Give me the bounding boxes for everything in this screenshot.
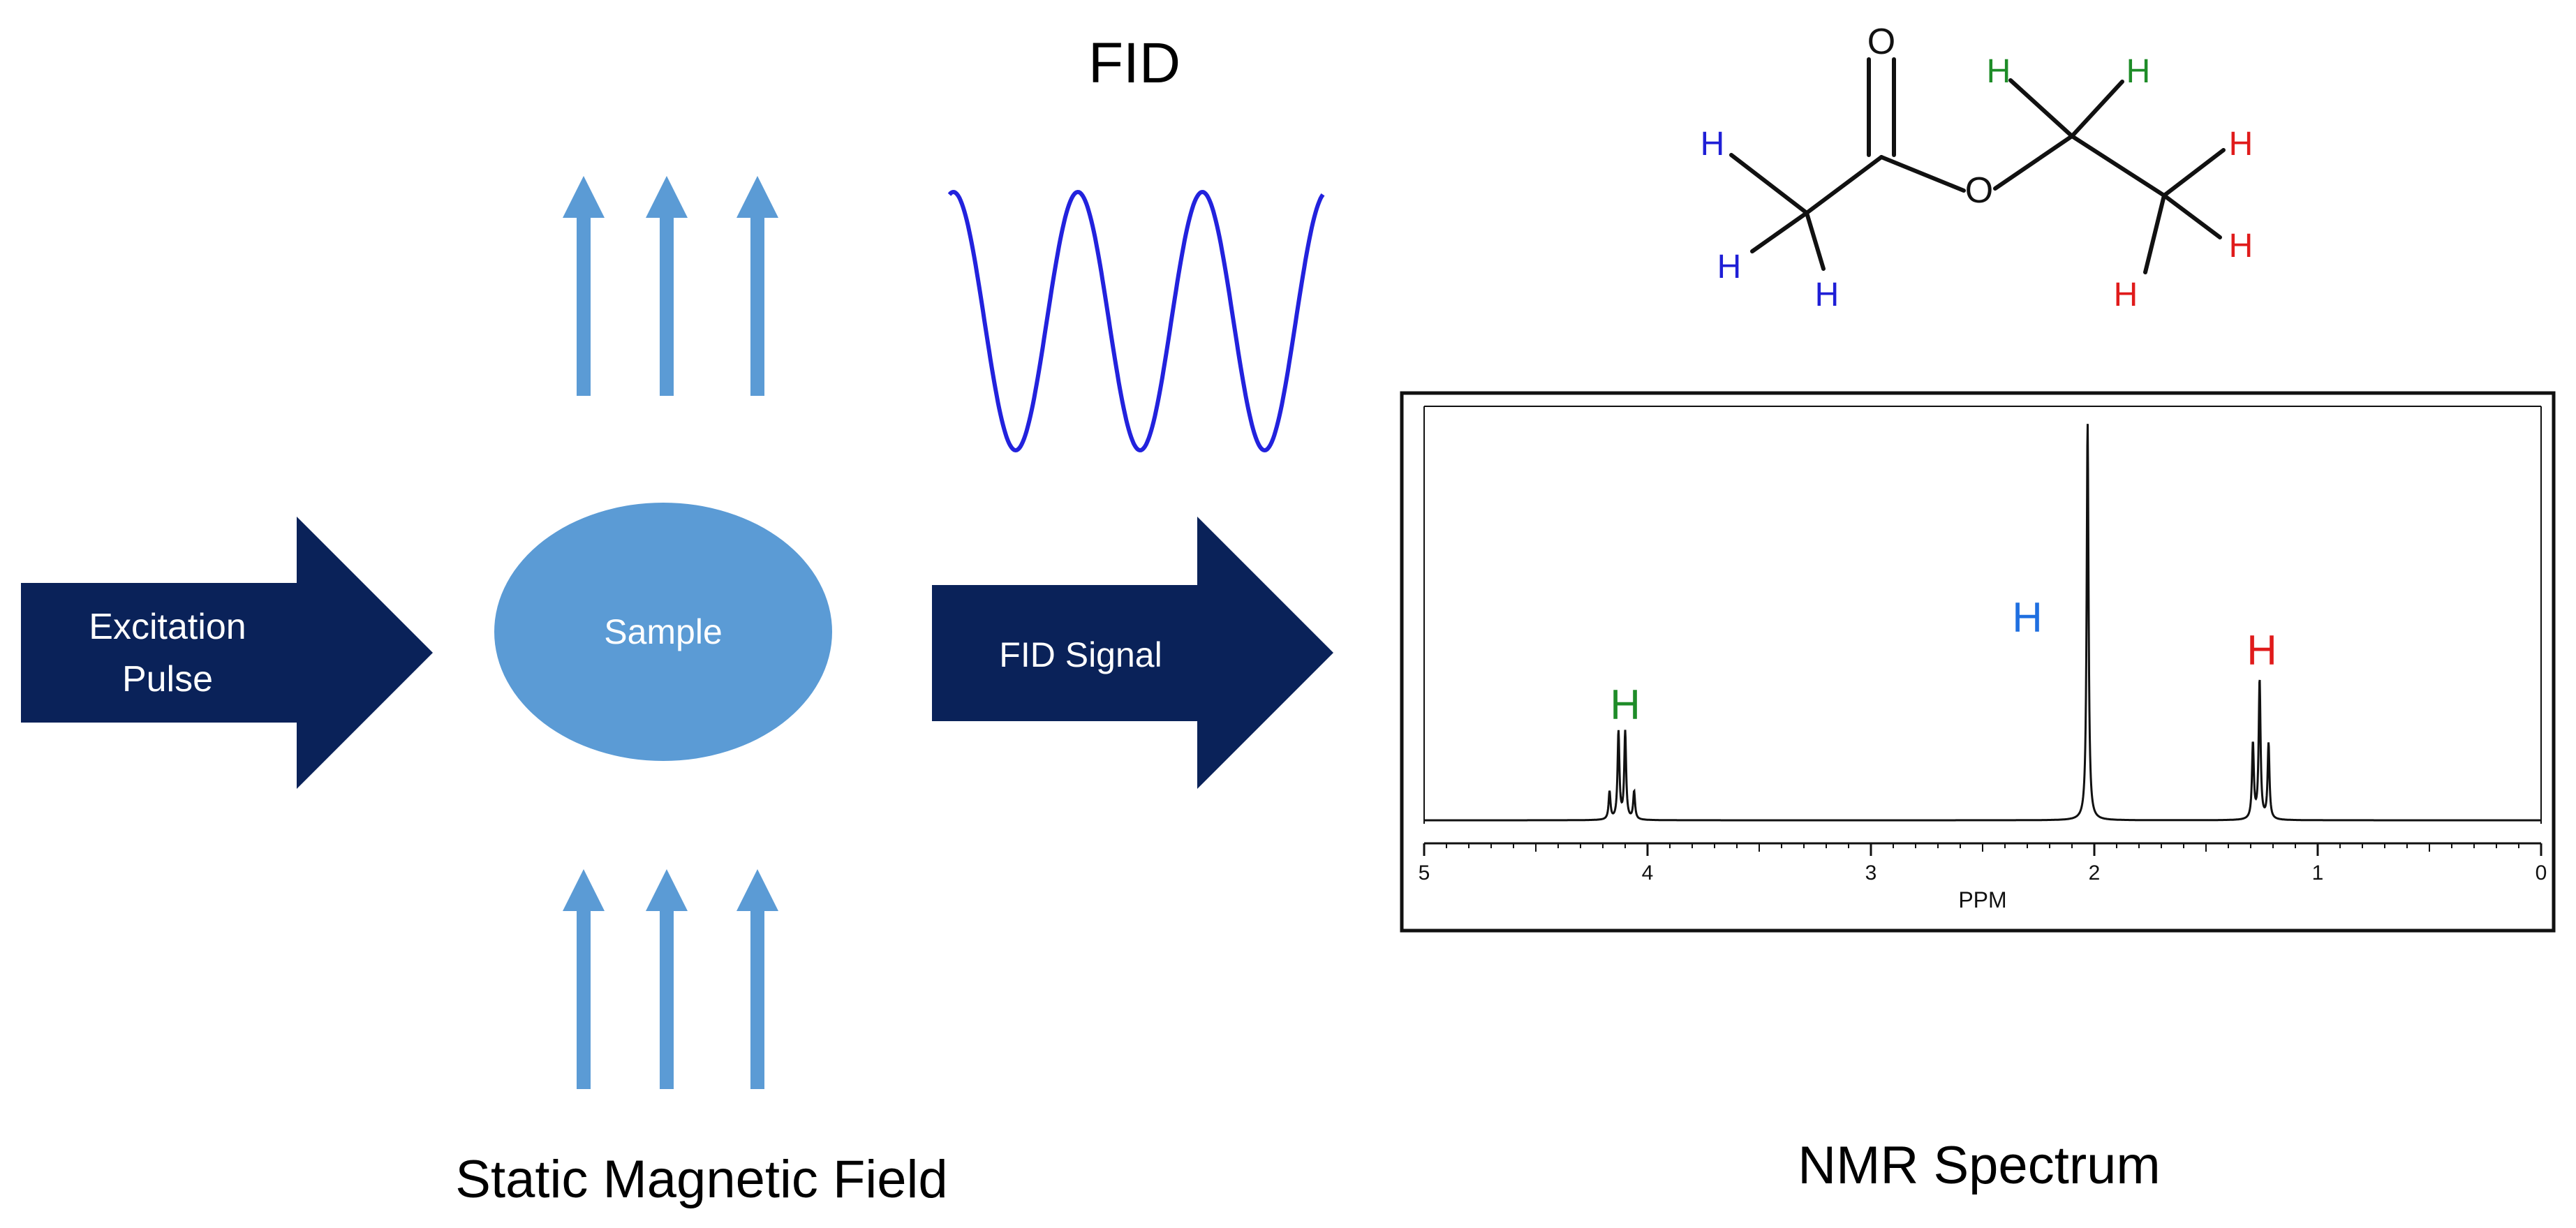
field-arrows-bottom bbox=[563, 869, 778, 1089]
field-arrow-top-3 bbox=[736, 176, 778, 396]
peak-annotation-h: H bbox=[2246, 627, 2277, 674]
x-tick-label: 0 bbox=[2536, 861, 2547, 885]
nmr-spectrum-chart: 5 4 3 2 1 0 H H H PPM bbox=[1400, 391, 2556, 933]
x-tick-label: 2 bbox=[2089, 861, 2101, 885]
fid-wave bbox=[947, 189, 1325, 453]
field-arrow-top-2 bbox=[646, 176, 688, 396]
field-arrow-bottom-2 bbox=[646, 869, 688, 1089]
h-right-3: H bbox=[2114, 276, 2138, 313]
ethyl-acetate-structure: O O H H H H H H H H bbox=[1701, 22, 2253, 313]
h-left-3: H bbox=[1815, 276, 1840, 313]
excitation-pulse-arrow bbox=[21, 517, 433, 789]
sample-ellipse bbox=[494, 503, 832, 761]
x-tick-label: 4 bbox=[1642, 861, 1654, 885]
atom-o-carbonyl: O bbox=[1867, 22, 1895, 62]
x-axis-label: PPM bbox=[1958, 887, 2006, 912]
field-arrow-bottom-3 bbox=[736, 869, 778, 1089]
peak-annotations: H H H bbox=[1610, 594, 2277, 728]
molecule-bonds bbox=[1729, 57, 2226, 274]
x-tick-label: 3 bbox=[1865, 861, 1877, 885]
h-left-2: H bbox=[1717, 249, 1742, 286]
x-tick-label: 1 bbox=[2312, 861, 2324, 885]
peak-annotation-h: H bbox=[2012, 594, 2042, 641]
field-arrow-bottom-1 bbox=[563, 869, 605, 1089]
h-left-1: H bbox=[1701, 126, 1725, 163]
fid-signal-arrow bbox=[932, 517, 1333, 789]
sample-label: Sample bbox=[604, 612, 723, 651]
fid-signal-label: FID Signal bbox=[999, 635, 1162, 674]
x-tick-label: 5 bbox=[1419, 861, 1430, 885]
peak-annotation-h: H bbox=[1610, 681, 1640, 728]
x-axis-ticks: 5 4 3 2 1 0 bbox=[1419, 843, 2547, 885]
h-right-1: H bbox=[2229, 126, 2253, 163]
field-arrow-top-1 bbox=[563, 176, 605, 396]
excitation-label-line1: Excitation bbox=[89, 607, 246, 647]
h-ch2-1: H bbox=[1987, 53, 2011, 90]
atom-o-ester: O bbox=[1965, 170, 1993, 211]
excitation-label-line2: Pulse bbox=[122, 659, 213, 700]
h-right-2: H bbox=[2229, 228, 2253, 265]
fid-title: FID bbox=[1088, 31, 1180, 95]
field-arrows-top bbox=[563, 176, 778, 396]
nmr-spectrum-label: NMR Spectrum bbox=[1798, 1136, 2160, 1195]
spectrum-trace bbox=[1424, 424, 2541, 822]
spectrum-frame bbox=[1400, 391, 2556, 933]
h-ch2-2: H bbox=[2126, 53, 2151, 90]
static-field-label: Static Magnetic Field bbox=[455, 1150, 947, 1209]
